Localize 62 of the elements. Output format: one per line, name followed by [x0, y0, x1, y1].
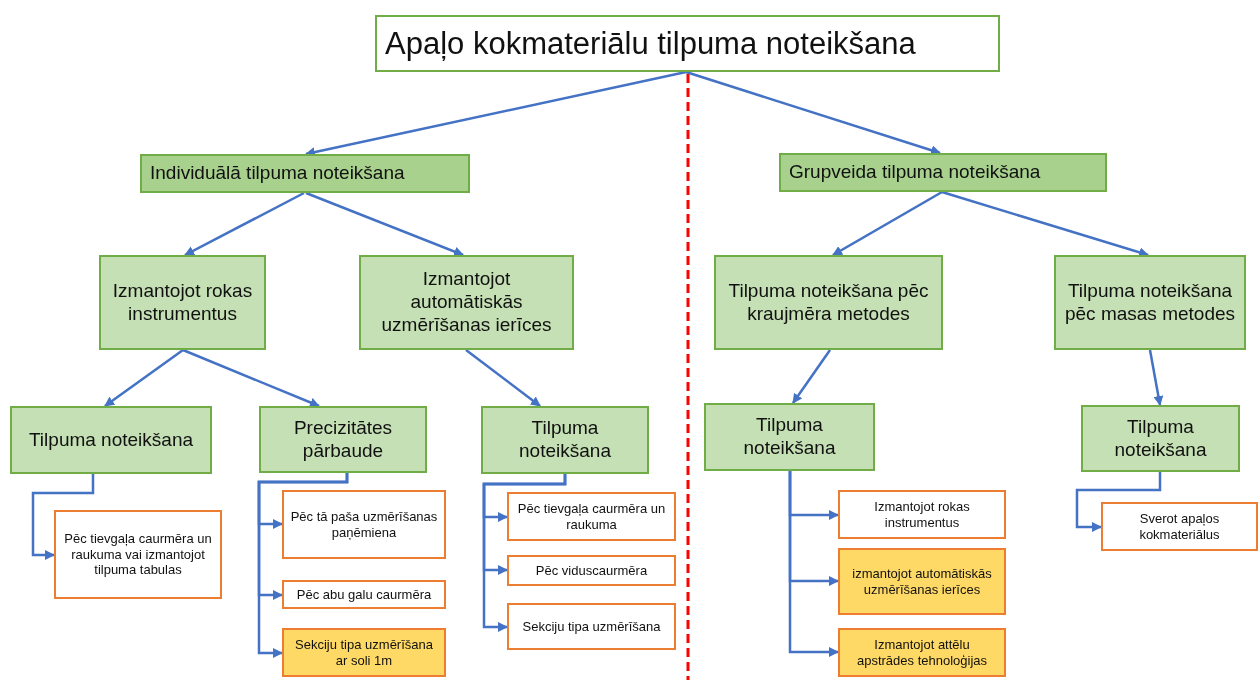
- node-label: Apaļo kokmateriālu tilpuma noteikšana: [385, 24, 916, 63]
- method-box: [1081, 405, 1240, 472]
- arrow: [941, 190, 1149, 258]
- arrow: [482, 474, 567, 632]
- arrow: [788, 471, 839, 657]
- node-label: Pēc tā paša uzmērīšanas paņēmiena: [289, 508, 439, 541]
- leaf-box: [507, 492, 676, 541]
- node-label: Izmantojot rokas instrumentus: [111, 279, 254, 326]
- method-box: [704, 403, 875, 471]
- arrow: [31, 474, 95, 560]
- leaf-box: [282, 490, 446, 559]
- node-label: Precizitātes pārbaude: [292, 416, 394, 463]
- method-box: [259, 406, 427, 473]
- node-label: Pēc tievgaļa caurmēra un raukuma: [516, 500, 667, 533]
- node-label: Tilpuma noteikšana: [742, 414, 837, 460]
- highlighted-leaf-box: [838, 628, 1006, 677]
- category-box: [779, 153, 1107, 192]
- arrow: [791, 349, 832, 404]
- arrow: [685, 70, 941, 156]
- node-label: izmantojot automātiskās uzmērīšanas ierīces: [851, 565, 993, 598]
- node-label: Sverot apaļos kokmateriālus: [1138, 510, 1221, 543]
- node-label: Tilpuma noteikšana: [28, 428, 194, 452]
- node-label: Sekciju tipa uzmērīšana: [522, 618, 661, 635]
- node-label: Tilpuma noteikšana pēc kraujmēra metodes: [727, 279, 930, 326]
- highlighted-leaf-box: [838, 548, 1006, 615]
- arrow: [465, 349, 541, 407]
- method-box: [1054, 255, 1246, 350]
- node-label: Izmantojot automātiskās uzmērīšanas ierīces: [380, 268, 553, 337]
- node-label: Pēc abu galu caurmēra: [296, 586, 432, 603]
- method-box: [359, 255, 574, 350]
- leaf-box: [838, 490, 1006, 539]
- leaf-box: [507, 603, 676, 650]
- node-label: Izmantojot attēlu apstrādes tehnoloģijas: [855, 636, 989, 669]
- node-label: Izmantojot rokas instrumentus: [873, 498, 971, 531]
- arrow: [182, 348, 320, 408]
- arrow: [832, 190, 943, 257]
- method-box: [481, 406, 649, 474]
- method-box: [714, 255, 943, 350]
- leaf-box: [54, 510, 222, 599]
- arrow: [104, 349, 184, 407]
- arrow: [1075, 472, 1162, 532]
- arrow: [184, 191, 305, 257]
- arrow: [305, 191, 464, 257]
- category-box: [140, 154, 470, 193]
- title-box: [375, 15, 1000, 72]
- node-label: Grupveida tilpuma noteikšana: [789, 161, 1041, 184]
- method-box: [10, 406, 212, 474]
- node-label: Sekciju tipa uzmērīšana ar soli 1m: [294, 636, 434, 669]
- node-label: Pēc viduscaurmēra: [535, 562, 648, 579]
- leaf-box: [507, 555, 676, 586]
- node-label: Tilpuma noteikšana: [1113, 415, 1208, 462]
- leaf-box: [282, 580, 446, 609]
- node-label: Tilpuma noteikšana pēc masas metodes: [1064, 279, 1236, 326]
- leaf-box: [1101, 502, 1258, 551]
- arrow: [1148, 349, 1164, 406]
- node-label: Tilpuma noteikšana: [518, 417, 612, 463]
- arrow: [305, 70, 687, 157]
- method-box: [99, 255, 266, 350]
- node-label: Pēc tievgaļa caurmēra un raukuma vai izmantojot tilpuma tabulas: [63, 531, 213, 578]
- highlighted-leaf-box: [282, 628, 446, 677]
- node-label: Individuālā tilpuma noteikšana: [150, 162, 405, 185]
- arrow: [257, 473, 349, 658]
